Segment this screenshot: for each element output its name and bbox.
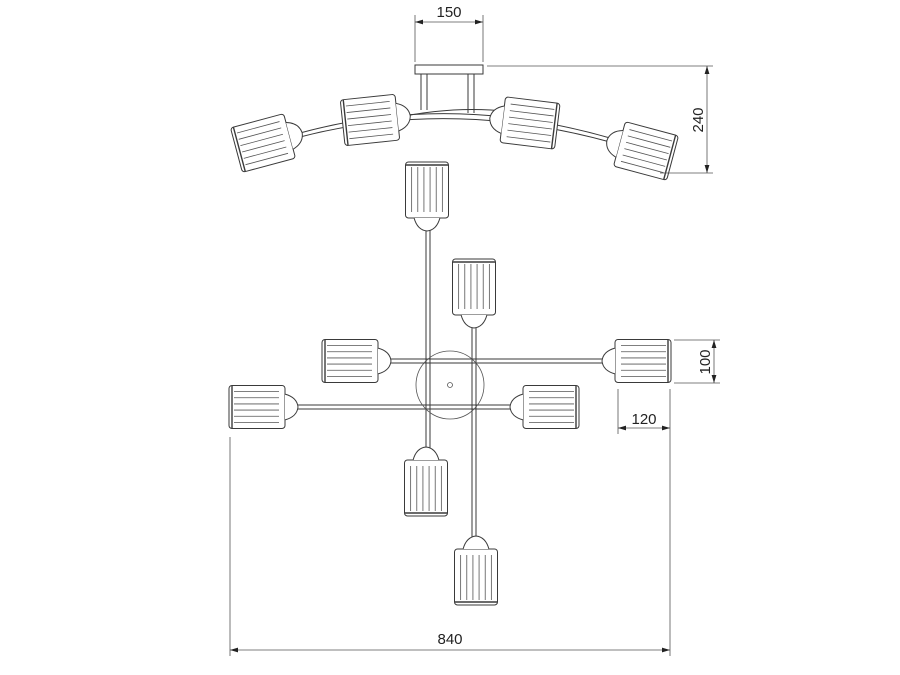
dimension-label: 150 [436, 4, 461, 21]
lamp-shade [340, 94, 411, 146]
lamp-shade [405, 161, 449, 232]
lamp-shade [454, 535, 498, 606]
lamp-shade [230, 113, 303, 173]
ceiling-plate [414, 64, 484, 75]
dimension-240: 240 [487, 65, 713, 174]
arm [299, 118, 611, 143]
dimension-label: 100 [697, 349, 714, 374]
lamp-shade [509, 385, 580, 429]
arm [299, 113, 611, 139]
side-view [230, 64, 679, 181]
lamp-shade [404, 446, 448, 517]
plan-view [228, 161, 672, 606]
dimension-label: 240 [690, 107, 707, 132]
lamp-shade [452, 258, 496, 329]
dimension-150: 150 [414, 4, 484, 62]
lamp-shade [489, 96, 561, 150]
dimension-100: 100 [674, 339, 720, 384]
lamp-shade [228, 385, 299, 429]
lamp-shade [606, 121, 679, 181]
canopy [415, 350, 485, 420]
dimension-120: 120 [617, 389, 671, 434]
dimension-label: 120 [631, 411, 656, 428]
lamp-shade [601, 339, 672, 383]
dimension-840: 840 [229, 434, 671, 656]
lamp-shade [321, 339, 392, 383]
dimension-label: 840 [437, 631, 462, 648]
